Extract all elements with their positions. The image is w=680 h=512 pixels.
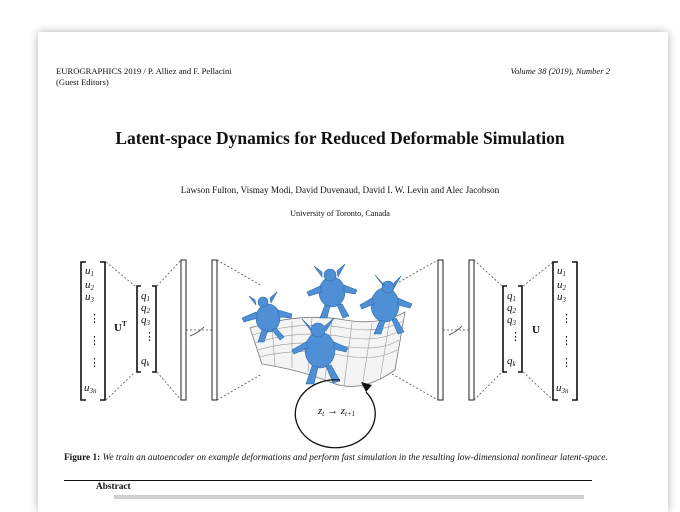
dotted-connector xyxy=(522,261,554,401)
q-entry: q3 xyxy=(507,314,517,327)
u-entry: ⋮ xyxy=(89,335,100,347)
q-entry: q1 xyxy=(141,290,150,303)
q-entry: q2 xyxy=(507,302,517,315)
u-entry: u3n xyxy=(84,382,97,395)
volume-header: Volume 38 (2019), Number 2 xyxy=(510,66,610,76)
armadillo-figures xyxy=(241,263,413,385)
q-vector-left xyxy=(136,285,157,373)
activation-curve xyxy=(189,326,205,337)
activation-curve xyxy=(448,325,463,336)
affiliation: University of Toronto, Canada xyxy=(290,209,390,218)
paper-page xyxy=(38,32,668,512)
dotted-connector xyxy=(391,259,439,401)
abstract-text-preview xyxy=(114,495,584,499)
u-entry: ⋮ xyxy=(561,313,572,325)
q-entry: q3 xyxy=(141,314,151,327)
u-entry: u1 xyxy=(85,265,94,278)
u-entry: u2 xyxy=(85,279,95,292)
paper-title: Latent-space Dynamics for Reduced Deform… xyxy=(115,128,565,148)
caption-text: We train an autoencoder on example defor… xyxy=(102,453,608,463)
u-entry: ⋮ xyxy=(89,357,100,369)
dotted-connector xyxy=(156,259,182,401)
u-entries-left: u1 u2 u3 ⋮ ⋮ ⋮ u3n xyxy=(84,265,100,395)
u-entry: u3 xyxy=(85,291,95,304)
teaser-figure: u1 u2 u3 ⋮ ⋮ ⋮ u3n UT q1 q2 q3 ⋮ qk xyxy=(80,259,578,449)
decoder-matrix-label: U xyxy=(532,324,540,336)
dotted-connector xyxy=(473,259,503,401)
decoder-layer-1 xyxy=(437,259,444,401)
u-entries-right: u1 u2 u3 ⋮ ⋮ ⋮ u3n xyxy=(556,265,572,395)
venue-line: EUROGRAPHICS 2019 / P. Alliez and F. Pel… xyxy=(56,66,232,76)
q-entry: q1 xyxy=(507,290,516,303)
u-entry: ⋮ xyxy=(561,335,572,347)
encoder-layer-2 xyxy=(211,259,218,401)
latent-step-loop: zt → zt+1 xyxy=(294,379,376,449)
q-entries-right: q1 q2 q3 ⋮ qk xyxy=(507,290,521,368)
u-vector-left xyxy=(80,261,106,401)
encoder-layer-1 xyxy=(180,259,187,401)
q-entry: q2 xyxy=(141,302,151,315)
dotted-connector xyxy=(216,259,263,401)
armadillo-figure-3 xyxy=(359,274,413,335)
author-list: Lawson Fulton, Vismay Modi, David Duvena… xyxy=(180,185,500,195)
venue-header: EUROGRAPHICS 2019 / P. Alliez and F. Pel… xyxy=(56,66,232,88)
figure-caption: Figure 1: We train an autoencoder on exa… xyxy=(64,452,624,464)
abstract-heading: Abstract xyxy=(96,482,131,492)
u-entry: u2 xyxy=(557,279,567,292)
q-entry: ⋮ xyxy=(510,331,521,343)
u-entry: u1 xyxy=(557,265,566,278)
encoder-matrix-label: UT xyxy=(114,320,127,334)
caption-label: Figure 1: xyxy=(64,453,101,463)
armadillo-figure-4 xyxy=(291,317,349,385)
armadillo-figure-1 xyxy=(241,291,293,343)
u-entry: u3n xyxy=(556,382,569,395)
q-entry: qk xyxy=(507,355,517,368)
q-entry: qk xyxy=(141,355,151,368)
q-entries-left: q1 q2 q3 ⋮ qk xyxy=(141,290,155,368)
latent-step-label: zt → zt+1 xyxy=(317,405,355,418)
dotted-connector xyxy=(105,261,136,401)
u-vector-right xyxy=(552,261,578,401)
u-entry: ⋮ xyxy=(561,357,572,369)
decoder-layer-2 xyxy=(468,259,475,401)
q-vector-right xyxy=(502,285,523,373)
armadillo-figure-2 xyxy=(306,263,358,319)
section-rule xyxy=(64,480,592,481)
editors-line: (Guest Editors) xyxy=(56,77,109,87)
u-entry: u3 xyxy=(557,291,567,304)
u-entry: ⋮ xyxy=(89,313,100,325)
q-entry: ⋮ xyxy=(144,331,155,343)
